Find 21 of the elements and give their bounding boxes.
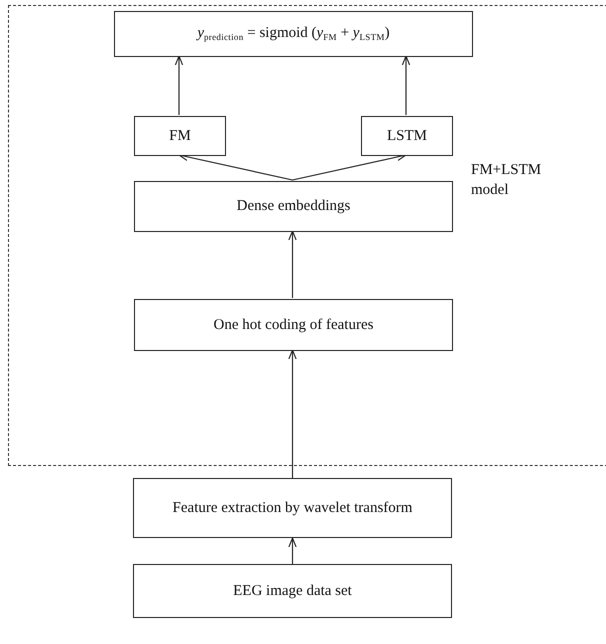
process-box (361, 116, 453, 156)
box-label: LSTM (386, 128, 428, 144)
arrow (288, 537, 297, 564)
arrow (402, 55, 410, 115)
box-label: FM (168, 128, 192, 144)
box-label: Feature extraction by wavelet transform (172, 500, 414, 516)
process-box (134, 116, 226, 156)
arrow (288, 349, 297, 478)
process-box (133, 478, 452, 538)
box-label: EEG image data set (232, 582, 353, 600)
process-box (134, 299, 453, 351)
process-box (133, 564, 452, 618)
box-label: Dense embeddings (236, 198, 352, 215)
box-label: One hot coding of features (212, 316, 374, 334)
box-label: y$_{prediction}$ = sigmoid (y$_{FM}$ + y$_{LSTM}$) (195, 25, 391, 43)
arrow (174, 55, 184, 115)
group-label: FM+LSTM model (471, 161, 542, 200)
process-box (114, 11, 473, 57)
arrow (288, 230, 297, 298)
process-box (134, 181, 453, 232)
dashed-group-box (8, 5, 606, 466)
